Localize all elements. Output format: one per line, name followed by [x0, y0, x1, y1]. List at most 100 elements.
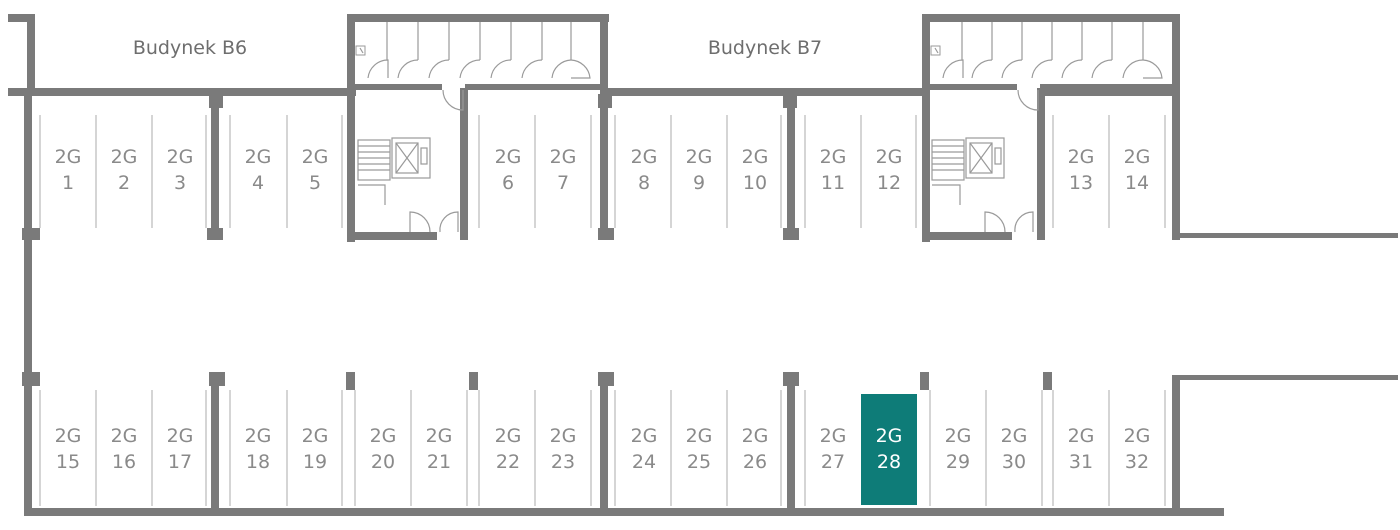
toilet-block-b6: [355, 22, 591, 233]
parking-spot-2g-1[interactable]: 2G1: [55, 146, 82, 194]
spot-number-label: 17: [168, 451, 192, 473]
spot-prefix-label: 2G: [1068, 146, 1095, 168]
spot-prefix-label: 2G: [167, 425, 194, 447]
spot-number-label: 26: [743, 451, 767, 473]
spot-number-label: 19: [303, 451, 327, 473]
parking-spot-2g-5[interactable]: 2G5: [302, 146, 329, 194]
spot-number-label: 21: [427, 451, 451, 473]
spot-prefix-label: 2G: [876, 146, 903, 168]
spot-number-label: 12: [877, 172, 901, 194]
spot-prefix-label: 2G: [111, 146, 138, 168]
spot-number-label: 20: [371, 451, 395, 473]
parking-spot-2g-6[interactable]: 2G6: [495, 146, 522, 194]
spot-number-label: 24: [632, 451, 656, 473]
spot-number-label: 28: [877, 451, 901, 473]
spot-number-label: 6: [502, 172, 514, 194]
spot-prefix-label: 2G: [1124, 146, 1151, 168]
spot-prefix-label: 2G: [876, 425, 903, 447]
spot-number-label: 8: [638, 172, 650, 194]
spot-prefix-label: 2G: [742, 146, 769, 168]
spot-prefix-label: 2G: [55, 146, 82, 168]
spot-prefix-label: 2G: [550, 425, 577, 447]
spot-prefix-label: 2G: [1124, 425, 1151, 447]
spot-number-label: 27: [821, 451, 845, 473]
spot-prefix-label: 2G: [550, 146, 577, 168]
parking-spot-2g-9[interactable]: 2G9: [686, 146, 713, 194]
spot-number-label: 9: [693, 172, 705, 194]
spot-prefix-label: 2G: [245, 146, 272, 168]
spot-prefix-label: 2G: [495, 425, 522, 447]
parking-spot-2g-4[interactable]: 2G4: [245, 146, 272, 194]
toilet-block-b7: [930, 22, 1163, 233]
parking-spot-2g-7[interactable]: 2G7: [550, 146, 577, 194]
spot-number-label: 30: [1002, 451, 1026, 473]
spot-number-label: 32: [1125, 451, 1149, 473]
spot-number-label: 11: [821, 172, 845, 194]
spot-prefix-label: 2G: [167, 146, 194, 168]
building-b7-label: Budynek B7: [708, 37, 822, 59]
spot-prefix-label: 2G: [111, 425, 138, 447]
bay-dividers: [39, 115, 1166, 506]
spot-number-label: 22: [496, 451, 520, 473]
spot-number-label: 7: [557, 172, 569, 194]
spot-prefix-label: 2G: [631, 425, 658, 447]
spot-prefix-label: 2G: [686, 146, 713, 168]
spot-number-label: 3: [174, 172, 186, 194]
parking-spot-2g-3[interactable]: 2G3: [167, 146, 194, 194]
spot-number-label: 16: [112, 451, 136, 473]
selected-spot-highlight: [861, 394, 917, 505]
spot-prefix-label: 2G: [1068, 425, 1095, 447]
spot-prefix-label: 2G: [820, 425, 847, 447]
building-b6-label: Budynek B6: [133, 37, 247, 59]
spot-number-label: 1: [62, 172, 74, 194]
spot-number-label: 25: [687, 451, 711, 473]
spot-number-label: 5: [309, 172, 321, 194]
spot-number-label: 10: [743, 172, 767, 194]
spot-number-label: 29: [946, 451, 970, 473]
spot-prefix-label: 2G: [426, 425, 453, 447]
spot-number-label: 14: [1125, 172, 1149, 194]
walls: [8, 14, 1398, 516]
parking-spot-2g-2[interactable]: 2G2: [111, 146, 138, 194]
spot-prefix-label: 2G: [495, 146, 522, 168]
spot-prefix-label: 2G: [742, 425, 769, 447]
spot-number-label: 15: [56, 451, 80, 473]
spot-prefix-label: 2G: [1001, 425, 1028, 447]
spot-prefix-label: 2G: [302, 146, 329, 168]
parking-spots: 2G12G22G32G42G52G62G72G82G92G102G112G122…: [55, 146, 1151, 505]
parking-spot-2g-8[interactable]: 2G8: [631, 146, 658, 194]
spot-number-label: 2: [118, 172, 130, 194]
spot-prefix-label: 2G: [686, 425, 713, 447]
spot-prefix-label: 2G: [945, 425, 972, 447]
spot-prefix-label: 2G: [245, 425, 272, 447]
spot-number-label: 23: [551, 451, 575, 473]
spot-number-label: 31: [1069, 451, 1093, 473]
spot-prefix-label: 2G: [302, 425, 329, 447]
spot-prefix-label: 2G: [55, 425, 82, 447]
spot-number-label: 4: [252, 172, 264, 194]
